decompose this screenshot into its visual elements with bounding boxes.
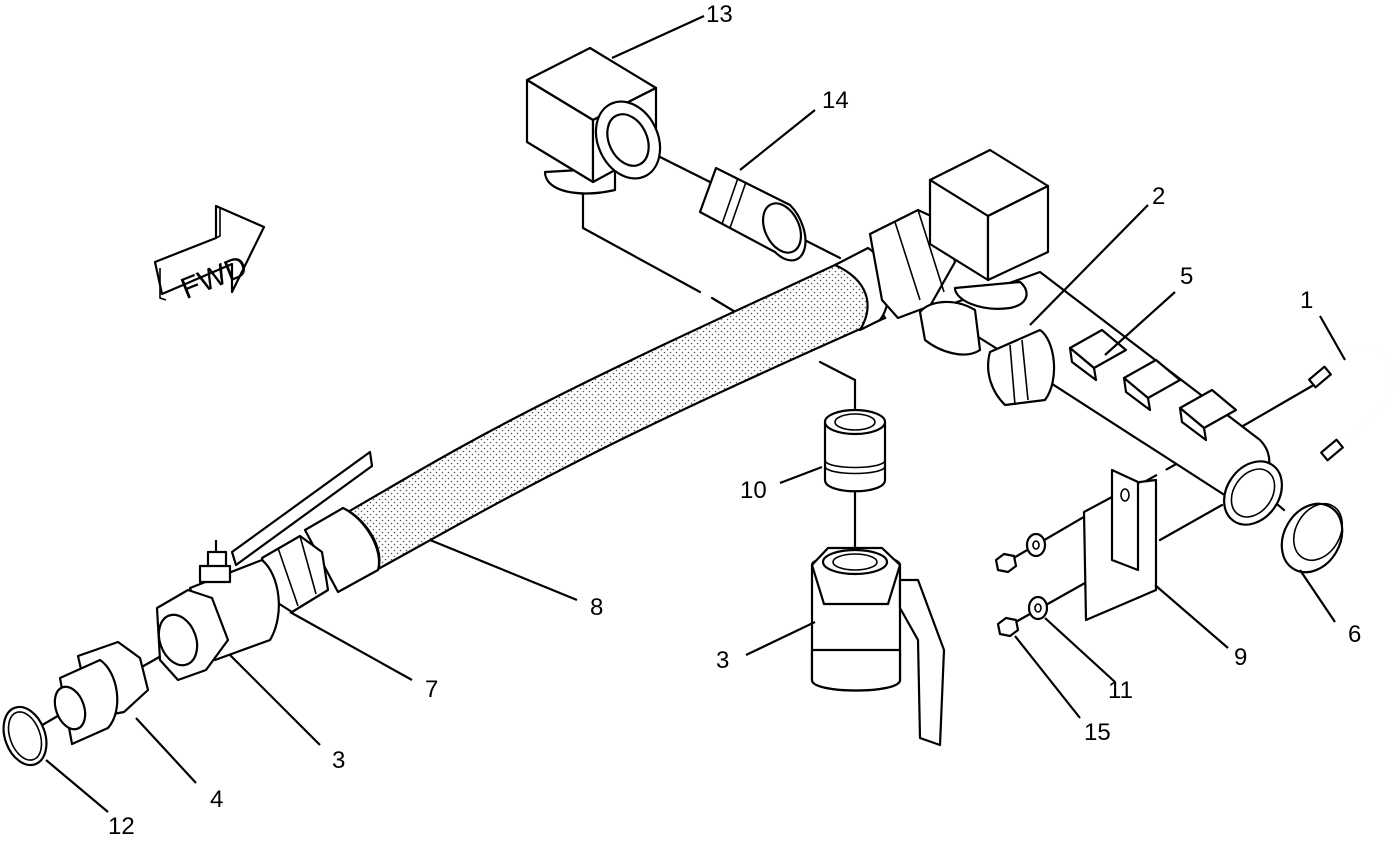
callout-14: 14 bbox=[822, 87, 849, 114]
end-cap-6 bbox=[1280, 502, 1344, 574]
leader-lines bbox=[45, 14, 1346, 813]
clamps-5 bbox=[1068, 328, 1238, 442]
braided-hose-8 bbox=[346, 256, 887, 570]
callout-10: 10 bbox=[740, 477, 767, 504]
callout-labels: 13 14 2 5 1 6 9 11 15 10 3 8 7 3 4 12 bbox=[108, 1, 1361, 840]
adapter-4 bbox=[53, 640, 150, 746]
nut-15-lower bbox=[996, 616, 1020, 638]
callout-11: 11 bbox=[1108, 677, 1133, 704]
u-bolt-1 bbox=[1308, 347, 1395, 462]
hose-sleeve-lower bbox=[303, 506, 381, 594]
washer-11-upper bbox=[1025, 532, 1047, 558]
o-ring-12 bbox=[2, 705, 48, 767]
callout-6: 6 bbox=[1348, 621, 1361, 648]
forward-arrow: FWD bbox=[153, 204, 266, 306]
callout-3-upper: 3 bbox=[716, 647, 729, 674]
nipple-10 bbox=[823, 408, 887, 493]
manifold-open-end bbox=[1223, 460, 1283, 526]
manifold-tube-2 bbox=[918, 270, 1271, 507]
callout-5: 5 bbox=[1180, 263, 1193, 290]
callout-15: 15 bbox=[1084, 719, 1111, 746]
washer-11-lower bbox=[1027, 595, 1049, 621]
nut-15-upper bbox=[994, 552, 1018, 574]
callout-13: 13 bbox=[706, 1, 733, 28]
ball-valve-3-upper bbox=[810, 546, 946, 747]
manifold-elbow-block bbox=[928, 148, 1050, 310]
bracket-9 bbox=[1082, 468, 1158, 622]
callout-7: 7 bbox=[425, 676, 438, 703]
callout-1: 1 bbox=[1300, 287, 1313, 314]
hose-nipple-14 bbox=[698, 166, 807, 262]
callout-3-lower: 3 bbox=[332, 747, 345, 774]
elbow-fitting-13 bbox=[525, 46, 662, 195]
valve-hex-nut bbox=[155, 588, 230, 682]
callout-8: 8 bbox=[590, 594, 603, 621]
callout-9: 9 bbox=[1234, 644, 1247, 671]
callout-4: 4 bbox=[210, 786, 223, 813]
assembly-center-lines bbox=[18, 131, 1314, 740]
callout-12: 12 bbox=[108, 813, 135, 840]
callout-2: 2 bbox=[1152, 183, 1165, 210]
